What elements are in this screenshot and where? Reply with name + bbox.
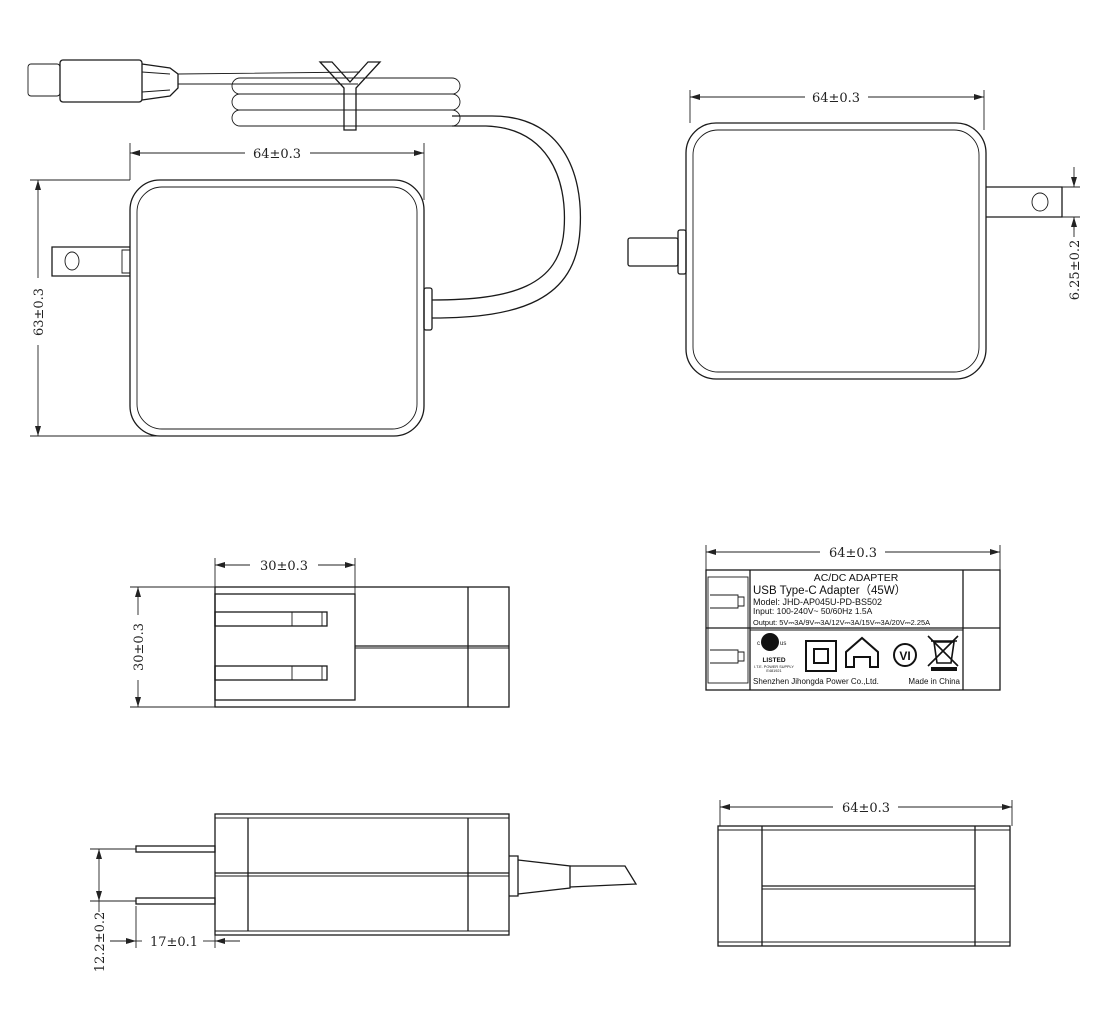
dim-front-width: 64±0.3 [253,147,301,162]
label-title: AC/DC ADAPTER [814,572,899,584]
svg-text:VI: VI [899,649,910,663]
label-view: AC/DC ADAPTER USB Type-C Adapter（45W） Mo… [705,545,1001,691]
front-view-with-cable: 64±0.3 63±0.3 [27,59,582,437]
dim-side-depth: 30±0.3 [260,559,308,574]
svg-text:LISTED: LISTED [762,657,785,664]
svg-text:us: us [780,641,786,647]
label-output: Output: 5V⎓3A/9V⎓3A/12V⎓3A/15V⎓3A/20V⎓2.… [753,618,930,627]
label-origin: Made in China [908,677,960,686]
ul-listed-logo: UL c us LISTED I.T.E. POWER SUPPLY E4819… [754,633,794,673]
dim-label-width: 64±0.3 [829,546,877,561]
weee-bin-icon [927,635,959,671]
svg-text:UL: UL [764,638,776,648]
double-insulation-icon [805,640,837,672]
bottom-view-with-cable: 12.2±0.2 17±0.1 [90,813,638,973]
dim-pin-offset: 6.25±0.2 [1068,240,1083,301]
top-view: 64±0.3 [717,800,1013,947]
label-subtitle: USB Type-C Adapter（45W） [753,584,906,597]
side-view: 30±0.3 30±0.3 [130,558,510,708]
dim-back-width: 64±0.3 [812,91,860,106]
label-model: Model: JHD-AP045U-PD-BS502 [753,597,882,607]
dim-pin-length: 17±0.1 [150,935,198,950]
back-view: 64±0.3 6.25±0.2 [627,90,1083,380]
svg-text:c: c [757,641,760,647]
dim-pin-spacing: 12.2±0.2 [93,912,108,973]
label-input: Input: 100-240V~ 50/60Hz 1.5A [753,606,873,616]
dim-top-width: 64±0.3 [842,801,890,816]
label-manufacturer: Shenzhen Jihongda Power Co.,Ltd. [753,677,879,686]
svg-text:E481921: E481921 [766,669,781,673]
svg-text:I.T.E. POWER SUPPLY: I.T.E. POWER SUPPLY [754,665,794,669]
indoor-use-icon [845,636,879,668]
dim-side-height: 30±0.3 [132,623,147,671]
efficiency-vi-icon: VI [893,643,917,667]
dim-front-height: 63±0.3 [32,288,47,336]
